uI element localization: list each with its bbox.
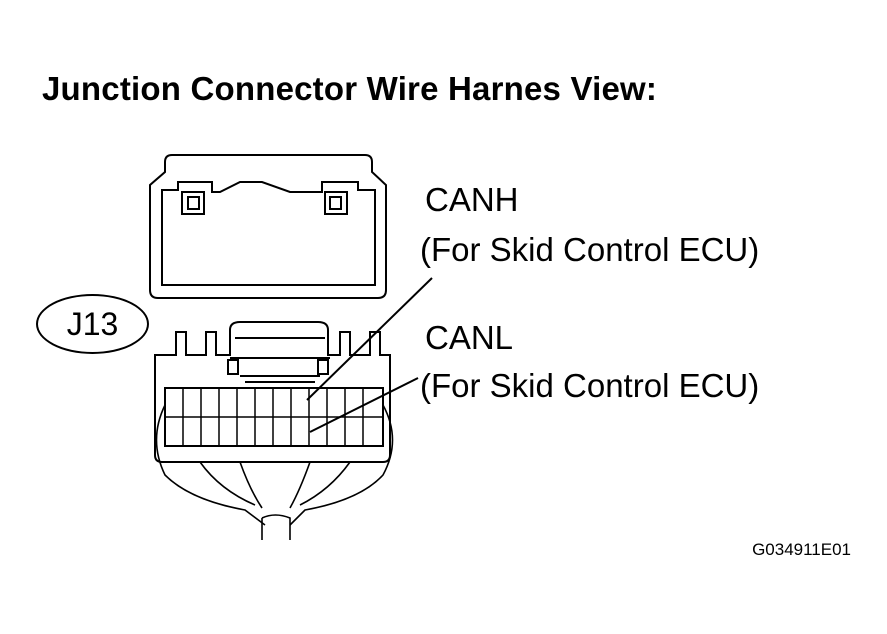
canh-label: CANH [425, 181, 519, 218]
connector-id-label: J13 [36, 294, 149, 354]
canl-label: CANL [425, 319, 514, 356]
pin-grid [165, 388, 383, 446]
mating-connector [149, 154, 387, 299]
canl-description: (For Skid Control ECU) [420, 367, 760, 404]
canh-leader-line [306, 277, 433, 401]
canl-leader-line [309, 377, 419, 433]
diagram-title: Junction Connector Wire Harnes View: [42, 70, 658, 107]
leader-lines [306, 277, 433, 433]
figure-code: G034911E01 [752, 540, 851, 559]
wire-harness [155, 404, 394, 540]
canh-description: (For Skid Control ECU) [420, 231, 760, 268]
